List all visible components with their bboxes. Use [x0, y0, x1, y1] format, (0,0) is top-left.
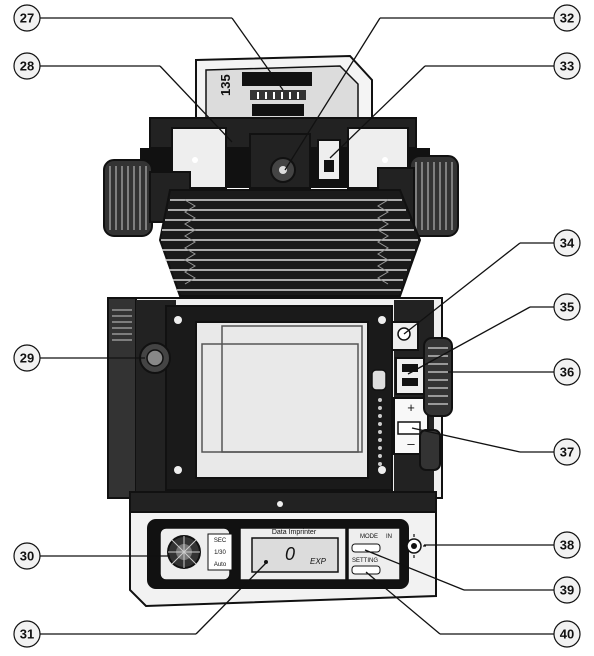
- callout-35: 35: [553, 293, 581, 321]
- mode-label-3: SETTING: [352, 558, 378, 564]
- camera-body: [107, 297, 443, 513]
- callout-28: 28: [13, 52, 41, 80]
- callout-37: 37: [553, 438, 581, 466]
- callout-29: 29: [13, 344, 41, 372]
- callout-31: 31: [13, 620, 41, 648]
- callout-32: 32: [553, 4, 581, 32]
- callout-30-label: 30: [20, 549, 34, 564]
- leader-lines: [40, 17, 554, 635]
- callout-27: 27: [13, 4, 41, 32]
- svg-text:+: +: [407, 400, 415, 415]
- dial-label-bottom: Auto: [214, 562, 227, 568]
- panel-title: Data Imprinter: [272, 529, 317, 536]
- lcd-display: [251, 537, 339, 573]
- data-imprinter-panel: SEC 1/30 Auto Data Imprinter 0 EXP MODE …: [129, 511, 437, 608]
- callout-31-label: 31: [20, 627, 34, 642]
- callout-39-label: 39: [560, 583, 574, 598]
- callout-27-label: 27: [20, 11, 34, 26]
- callout-40: 40: [553, 620, 581, 648]
- callout-36-label: 36: [560, 365, 574, 380]
- callout-32-label: 32: [560, 11, 574, 26]
- callout-39: 39: [553, 576, 581, 604]
- mode-label-2: IN: [386, 534, 392, 540]
- callout-38: 38: [553, 531, 581, 559]
- lcd-unit: EXP: [310, 557, 327, 566]
- side-controls: + –: [391, 321, 453, 471]
- callout-37-label: 37: [560, 445, 574, 460]
- lcd-reading: 0: [285, 544, 295, 564]
- viewfinder-window: [242, 72, 312, 86]
- mode-button[interactable]: [351, 543, 381, 553]
- callout-28-label: 28: [20, 59, 34, 74]
- callout-33: 33: [553, 52, 581, 80]
- callout-30: 30: [13, 542, 41, 570]
- callout-34: 34: [553, 229, 581, 257]
- film-format-label: 135: [218, 74, 233, 96]
- dial-label-top: SEC: [214, 538, 227, 544]
- callout-40-label: 40: [560, 627, 574, 642]
- lamp-icon[interactable]: [402, 534, 426, 558]
- callout-35-label: 35: [560, 300, 574, 315]
- dial-label-mid: 1/30: [214, 550, 226, 556]
- mode-label-1: MODE: [360, 534, 378, 540]
- bellows: [158, 189, 422, 297]
- callout-36: 36: [553, 358, 581, 386]
- callout-33-label: 33: [560, 59, 574, 74]
- svg-text:–: –: [407, 436, 415, 451]
- callout-34-label: 34: [560, 236, 575, 251]
- callout-29-label: 29: [20, 351, 34, 366]
- back-release-knob[interactable]: [139, 342, 171, 374]
- callout-markers: 27 28 32 33 34 35 36 37 29 30 31 38 39 4…: [13, 4, 581, 648]
- callout-38-label: 38: [560, 538, 574, 553]
- setting-button[interactable]: [351, 565, 381, 575]
